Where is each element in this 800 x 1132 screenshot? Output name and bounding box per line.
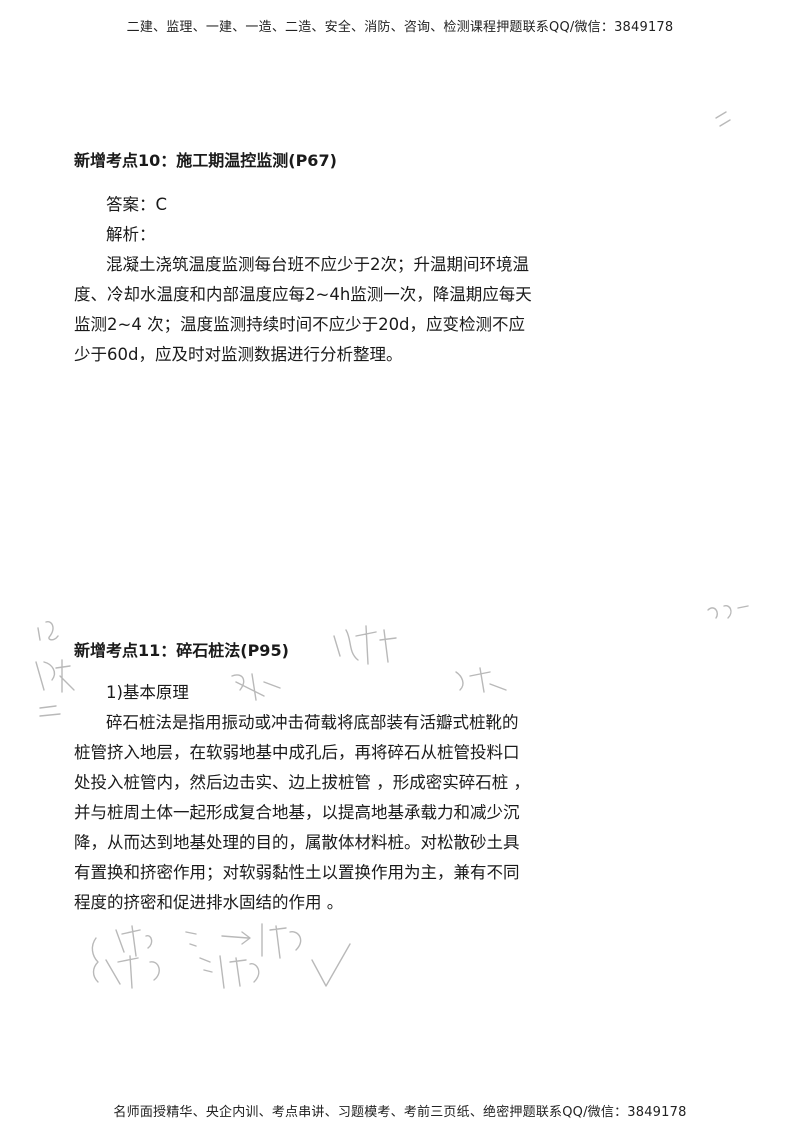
paragraph-line: 并与桩周土体一起形成复合地基，以提高地基承载力和减少沉 [74, 803, 520, 822]
section-title: 新增考点10：施工期温控监测(P67) [74, 151, 337, 170]
paragraph-line: 碎石桩法是指用振动或冲击荷载将底部装有活瓣式桩靴的 [106, 713, 519, 732]
page-header: 二建、监理、一建、一造、二造、安全、消防、咨询、检测课程押题联系QQ/微信：38… [126, 20, 674, 35]
section-point-11: 新增考点11：碎石桩法(P95) 1)基本原理 碎石桩法是指用振动或冲击荷载将底… [74, 640, 734, 918]
section-body: 1)基本原理 碎石桩法是指用振动或冲击荷载将底部装有活瓣式桩靴的 桩管挤入地层，… [74, 678, 734, 918]
section-title: 新增考点11：碎石桩法(P95) [74, 641, 289, 660]
paragraph-line: 程度的挤密和促进排水固结的作用 。 [74, 893, 344, 912]
paragraph-line: 桩管挤入地层，在软弱地基中成孔后，再将碎石从桩管投料口 [74, 743, 520, 762]
section-body: 答案：C 解析： 混凝土浇筑温度监测每台班不应少于2次；升温期间环境温 度、冷却… [74, 190, 734, 370]
paragraph-line: 降，从而达到地基处理的目的，属散体材料桩。对松散砂土具 [74, 833, 520, 852]
analysis-label: 解析： [106, 225, 156, 244]
answer-line: 答案：C [106, 195, 168, 214]
paragraph-line: 处投入桩管内，然后边击实、边上拔桩管 ，形成密实碎石桩 ， [74, 773, 530, 792]
paragraph-line: 混凝土浇筑温度监测每台班不应少于2次；升温期间环境温 [106, 255, 529, 274]
paragraph-line: 监测2~4 次；温度监测持续时间不应少于20d，应变检测不应 [74, 315, 526, 334]
paragraph-line: 有置换和挤密作用；对软弱黏性土以置换作用为主，兼有不同 [74, 863, 520, 882]
subheading-line: 1)基本原理 [106, 683, 189, 702]
section-point-10: 新增考点10：施工期温控监测(P67) 答案：C 解析： 混凝土浇筑温度监测每台… [74, 150, 734, 370]
paragraph-line: 度、冷却水温度和内部温度应每2~4h监测一次，降温期应每天 [74, 285, 532, 304]
page-footer: 名师面授精华、央企内训、考点串讲、习题模考、考前三页纸、绝密押题联系QQ/微信：… [113, 1105, 687, 1120]
paragraph-line: 少于60d，应及时对监测数据进行分析整理。 [74, 345, 403, 364]
